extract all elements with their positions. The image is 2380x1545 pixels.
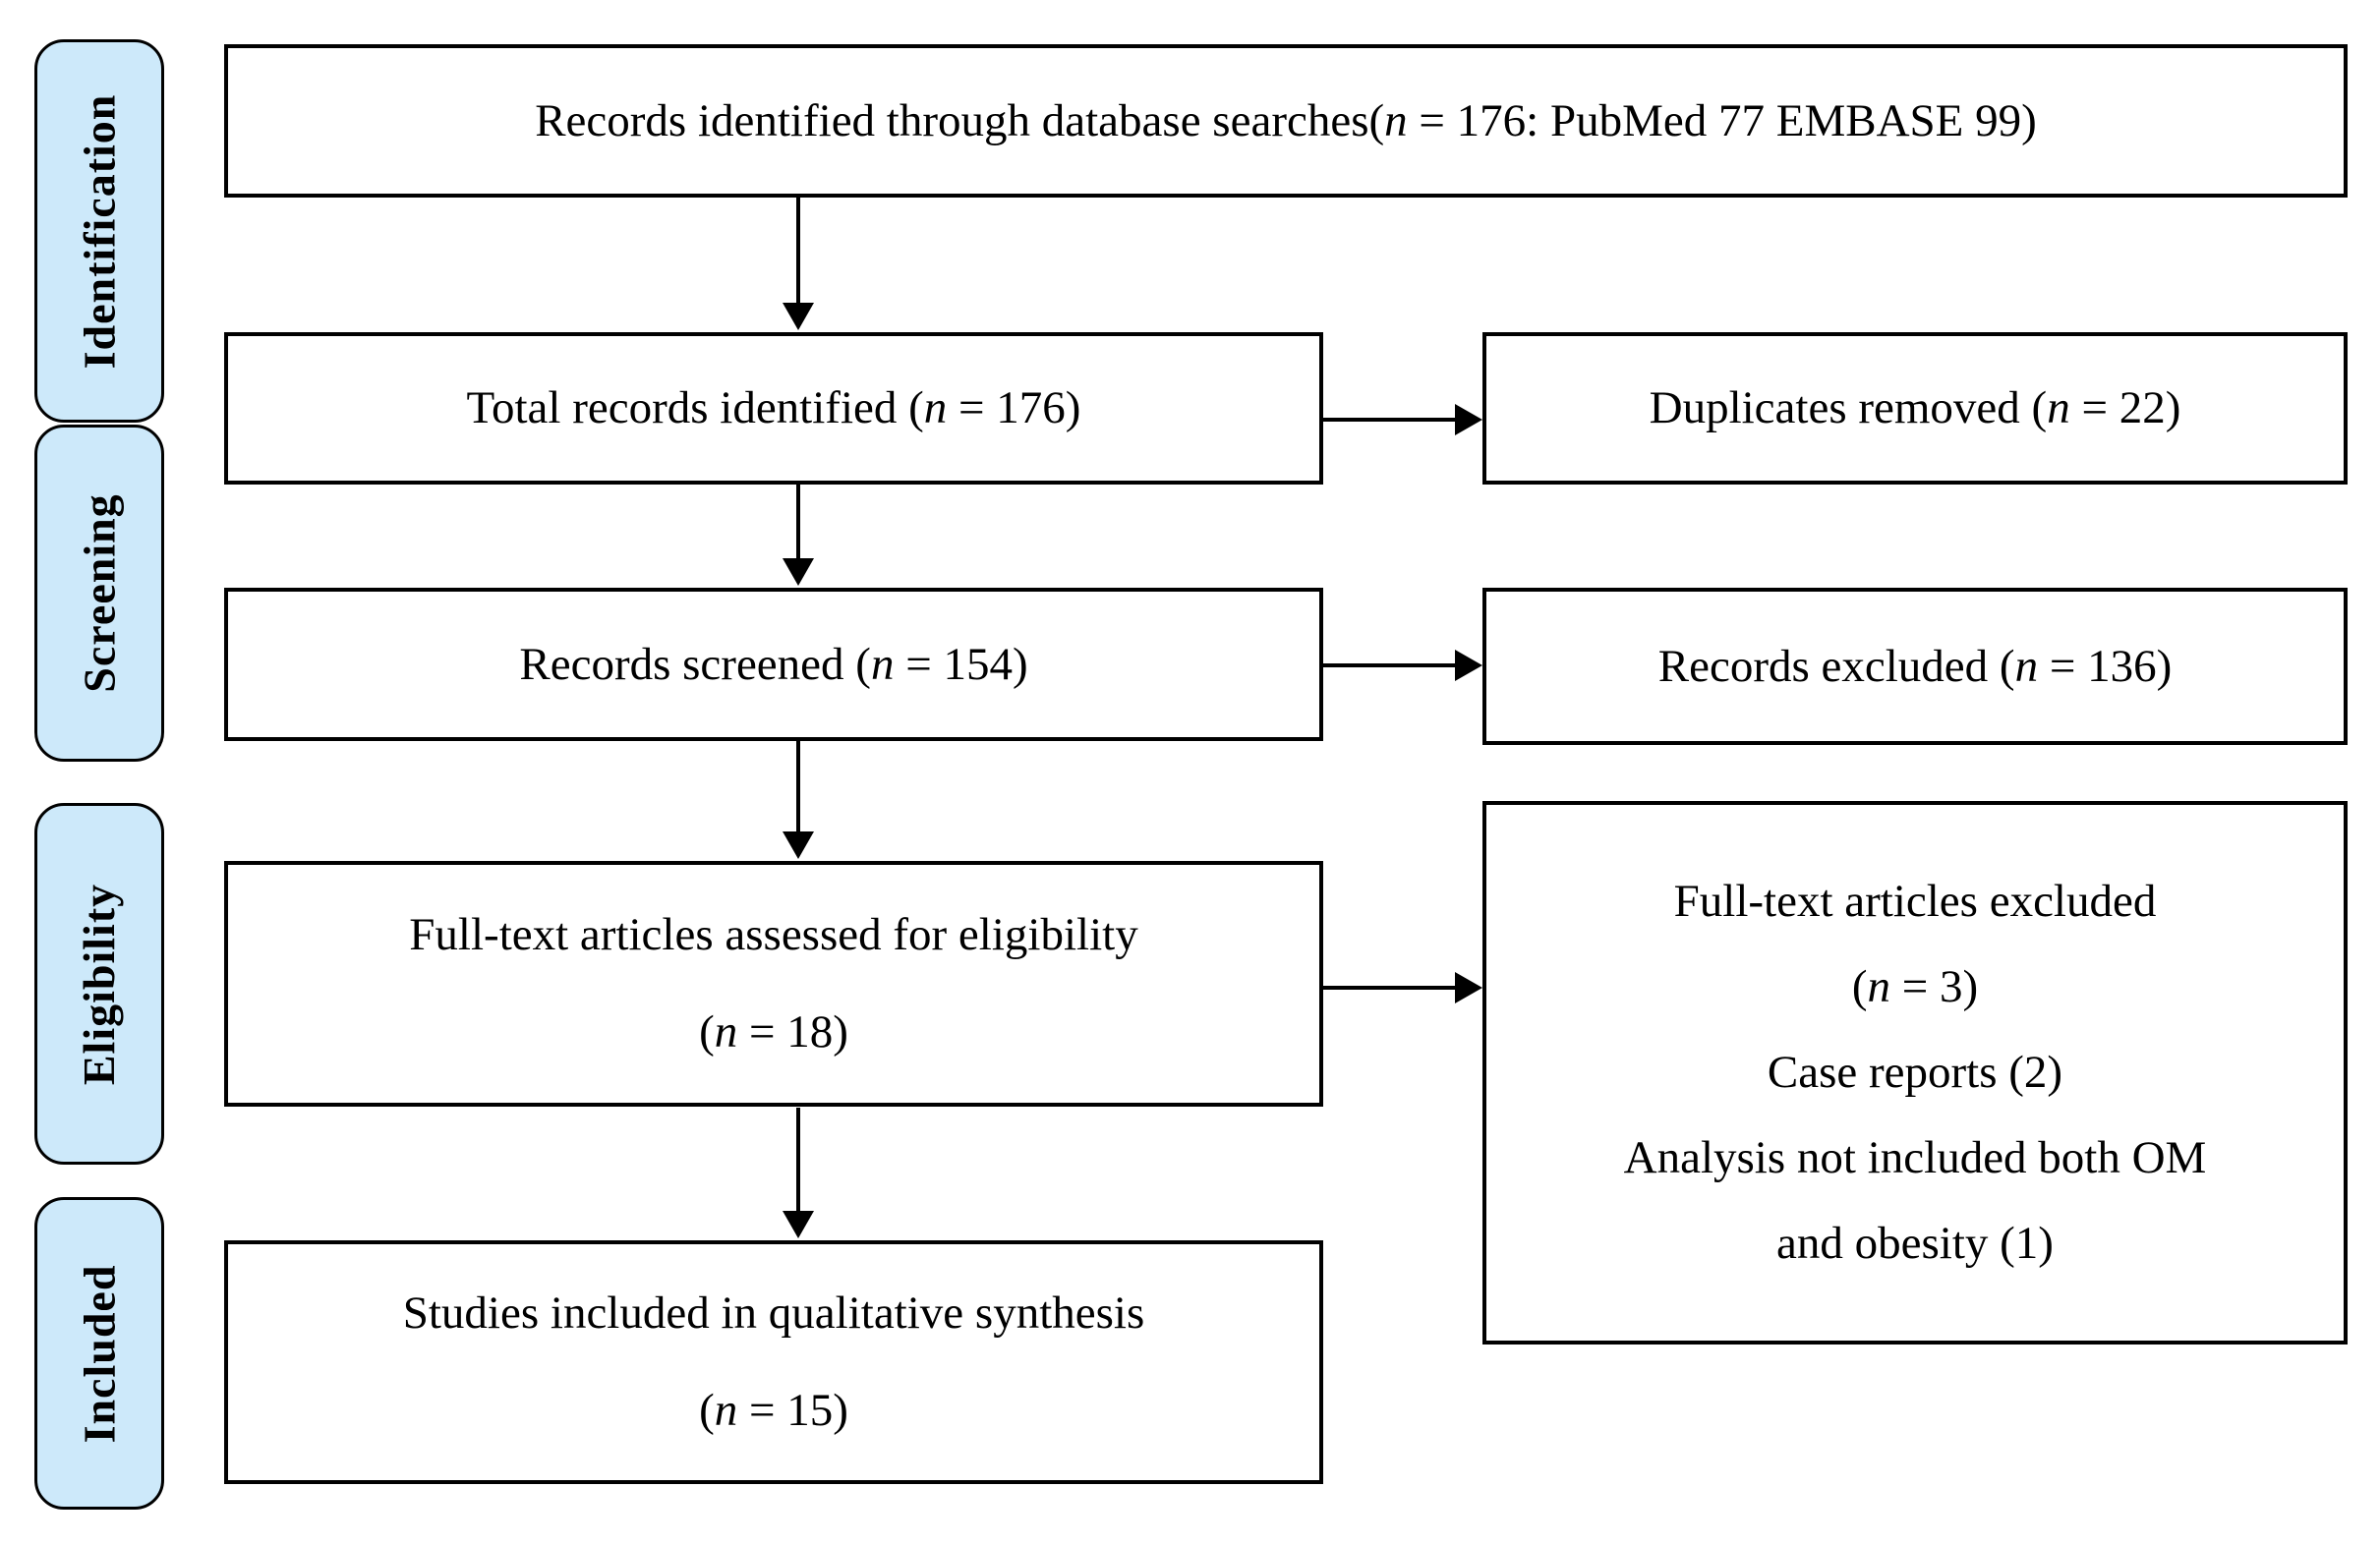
arrow-down-2-head-icon bbox=[783, 558, 814, 586]
box-studies-included: Studies included in qualitative synthesi… bbox=[224, 1240, 1323, 1484]
arrow-right-fulltext-excluded-line bbox=[1323, 986, 1455, 990]
arrow-down-4-head-icon bbox=[783, 1211, 814, 1238]
stage-label-eligibility: Eligibility bbox=[34, 803, 164, 1165]
box-fulltext-assessed: Full-text articles assessed for eligibil… bbox=[224, 861, 1323, 1107]
arrow-right-fulltext-excluded-head-icon bbox=[1455, 972, 1482, 1003]
arrow-right-excluded-line bbox=[1323, 663, 1455, 667]
box-records-excluded: Records excluded (n = 136) bbox=[1482, 588, 2348, 745]
arrow-down-3-line bbox=[796, 741, 800, 831]
box-records-screened: Records screened (n = 154) bbox=[224, 588, 1323, 741]
stage-label-identification: Identification bbox=[34, 39, 164, 423]
box-duplicates-removed: Duplicates removed (n = 22) bbox=[1482, 332, 2348, 485]
box-total-records: Total records identified (n = 176) bbox=[224, 332, 1323, 485]
arrow-right-duplicates-head-icon bbox=[1455, 404, 1482, 435]
stage-label-eligibility-text: Eligibility bbox=[74, 883, 125, 1085]
stage-label-screening-text: Screening bbox=[74, 493, 125, 693]
box-records-identified: Records identified through database sear… bbox=[224, 44, 2348, 198]
arrow-right-excluded-head-icon bbox=[1455, 650, 1482, 681]
arrow-down-3-head-icon bbox=[783, 831, 814, 859]
box-fulltext-excluded: Full-text articles excluded(n = 3)Case r… bbox=[1482, 801, 2348, 1345]
arrow-right-duplicates-line bbox=[1323, 418, 1455, 422]
arrow-down-1-line bbox=[796, 198, 800, 303]
stage-label-identification-text: Identification bbox=[74, 93, 125, 369]
arrow-down-2-line bbox=[796, 485, 800, 558]
arrow-down-1-head-icon bbox=[783, 303, 814, 330]
stage-label-included: Included bbox=[34, 1197, 164, 1510]
arrow-down-4-line bbox=[796, 1108, 800, 1211]
stage-label-screening: Screening bbox=[34, 425, 164, 762]
stage-label-included-text: Included bbox=[74, 1264, 125, 1443]
